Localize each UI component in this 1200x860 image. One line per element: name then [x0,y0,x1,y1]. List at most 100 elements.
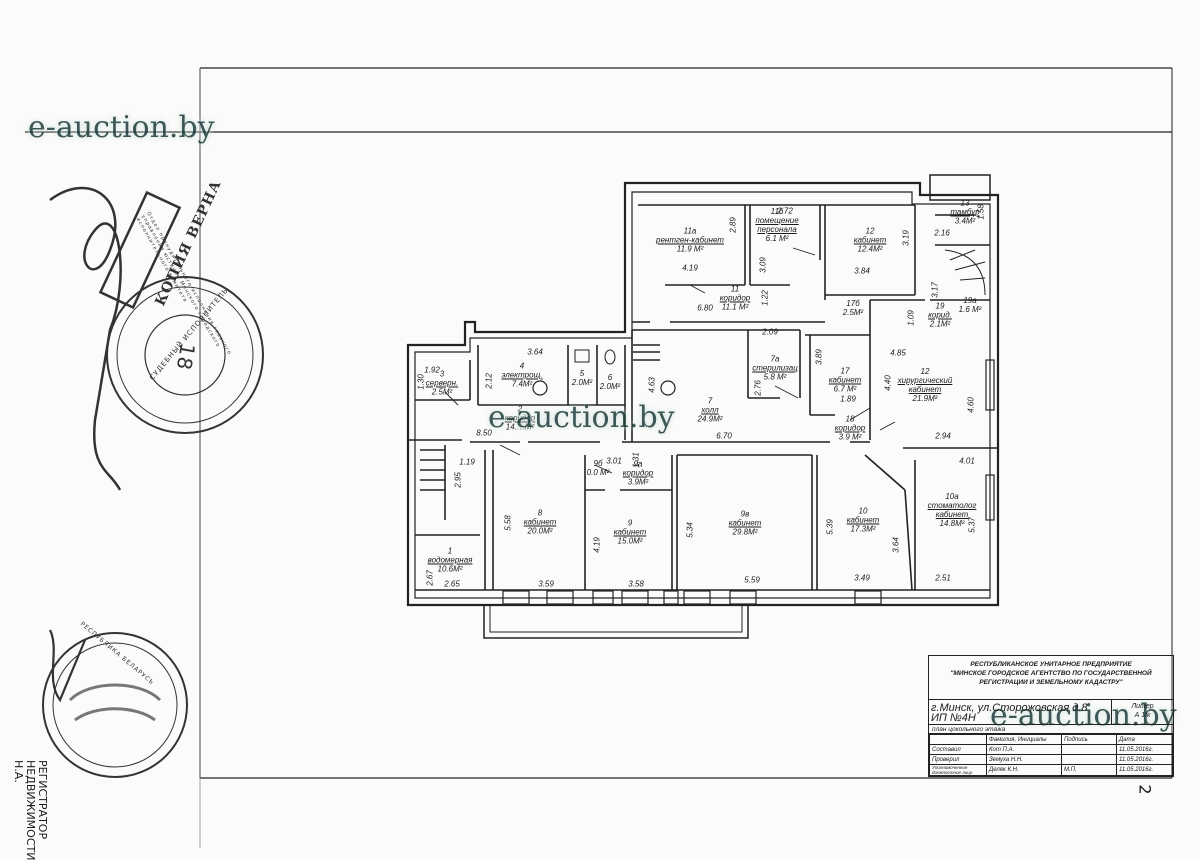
signature [48,629,87,703]
dimension: 1.19 [459,457,475,467]
dimension: 5.34 [685,522,695,538]
dimension: 3.09 [758,257,768,273]
dimension: 4.60 [966,397,976,413]
dimension: 6.70 [716,431,732,441]
dimension: 3.01 [606,456,622,466]
dimension: 4.85 [890,348,906,358]
dimension: 2.89 [728,217,738,233]
windows [502,359,995,605]
dimension: 3.84 [854,266,870,276]
dimension: 3.17 [930,282,940,298]
dimension: 5.59 [744,575,760,585]
dimension: 1.31 [631,452,641,468]
dimension: 3.64 [527,347,543,357]
dimension: 4.40 [883,375,893,391]
page-number: 2 [1135,784,1155,795]
dimension: 2.94 [935,431,951,441]
registrar-stamp [42,632,188,778]
dimension: 2.12 [484,373,494,389]
dimension: 5.37 [967,517,977,533]
dimension: 3.58 [628,579,644,589]
fixture-circle [532,380,548,396]
toilet-fixture [574,349,590,363]
dimension: 2.09 [762,327,778,337]
watermark: e-auction.by [488,400,675,435]
door-swings [444,247,896,474]
title-block: РЕСПУБЛИКАНСКОЕ УНИТАРНОЕ ПРЕДПРИЯТИЕ"МИ… [928,655,1174,777]
dimension: 6.80 [697,303,713,313]
fixture-circle [660,380,676,396]
dimension: 2.76 [753,380,763,396]
dimension: 3.59 [538,579,554,589]
watermark: e-auction.by [28,110,215,145]
pit-outline [483,605,749,639]
spiral-stair [944,249,986,296]
dimension: 4.19 [682,263,698,273]
dimension: 1.89 [840,394,856,404]
dimension: 5.58 [503,515,513,531]
dimension: 4.19 [592,537,602,553]
organization-name: РЕСПУБЛИКАНСКОЕ УНИТАРНОЕ ПРЕДПРИЯТИЕ"МИ… [929,656,1173,700]
plan-name: план цокольного этажа [929,724,1173,734]
dimension: 3.49 [854,573,870,583]
watermark: e-auction.by [990,698,1177,733]
dimension: 8.50 [476,428,492,438]
dimension: 1.92 [424,365,440,375]
dimension: 2.51 [935,573,951,583]
dimension: 1.58 [976,204,986,220]
dimension: 1.22 [760,290,770,306]
dimension: 1.09 [906,310,916,326]
dimension: 2.16 [934,228,950,238]
dimension: 2.72 [777,206,793,216]
dimension: 2.65 [444,579,460,589]
outer-wall [406,181,1000,607]
stamps-and-signatures [42,186,264,778]
outer-wall-inner [414,191,991,599]
dimension: 1.30 [416,374,426,390]
dimension: 4.63 [647,377,657,393]
dimension: 2.67 [425,570,435,586]
dimension: 3.89 [814,349,824,365]
dimension: 2.95 [453,472,463,488]
copy-verified-stamp [98,190,182,310]
toilet-fixture [604,349,616,365]
vestibule-outer [929,174,991,201]
signature [49,186,122,491]
dimension: 4.01 [959,456,975,466]
dimension: 3.64 [891,537,901,553]
